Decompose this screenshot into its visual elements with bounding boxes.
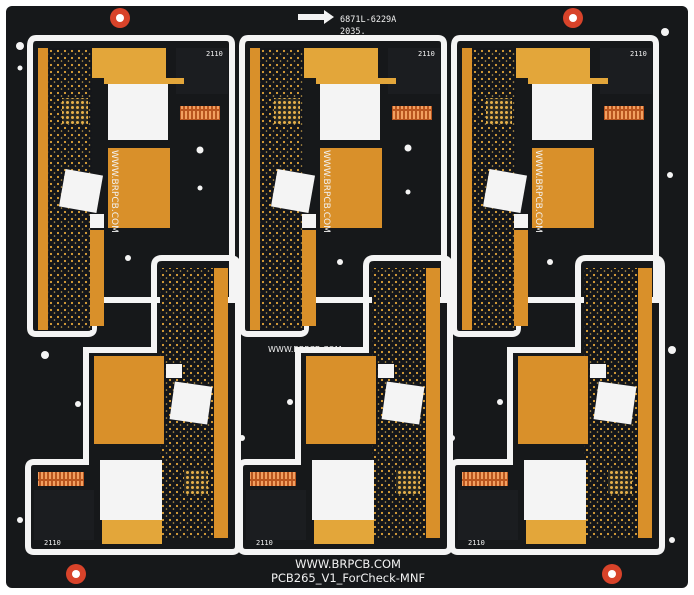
corner-fiducials	[66, 8, 622, 584]
footer-url: WWW.BRPCB.COM	[295, 557, 401, 571]
corner-code-label: 2110	[256, 539, 273, 547]
corner-code-label: 2110	[630, 50, 647, 58]
vertical-watermark: WWW.BRPCB.COM	[109, 150, 119, 233]
part-number-label: 6871L-6229A	[340, 15, 396, 25]
corner-code-label: 2110	[206, 50, 223, 58]
corner-code-label: 2110	[44, 539, 61, 547]
corner-code-label: 2110	[418, 50, 435, 58]
flex-board-units: 21102110WWW.BRPCB.COM21102110WWW.BRPCB.C…	[25, 35, 665, 555]
footer-part-name: PCB265_V1_ForCheck-MNF	[271, 571, 425, 585]
date-code-label: 2035.	[340, 27, 366, 37]
corner-code-label: 2110	[468, 539, 485, 547]
part-number-arrow	[298, 10, 334, 24]
center-watermark: WWW.BRPCB.COM	[268, 345, 342, 354]
vertical-watermark: WWW.BRPCB.COM	[321, 150, 331, 233]
vertical-watermark: WWW.BRPCB.COM	[533, 150, 543, 233]
